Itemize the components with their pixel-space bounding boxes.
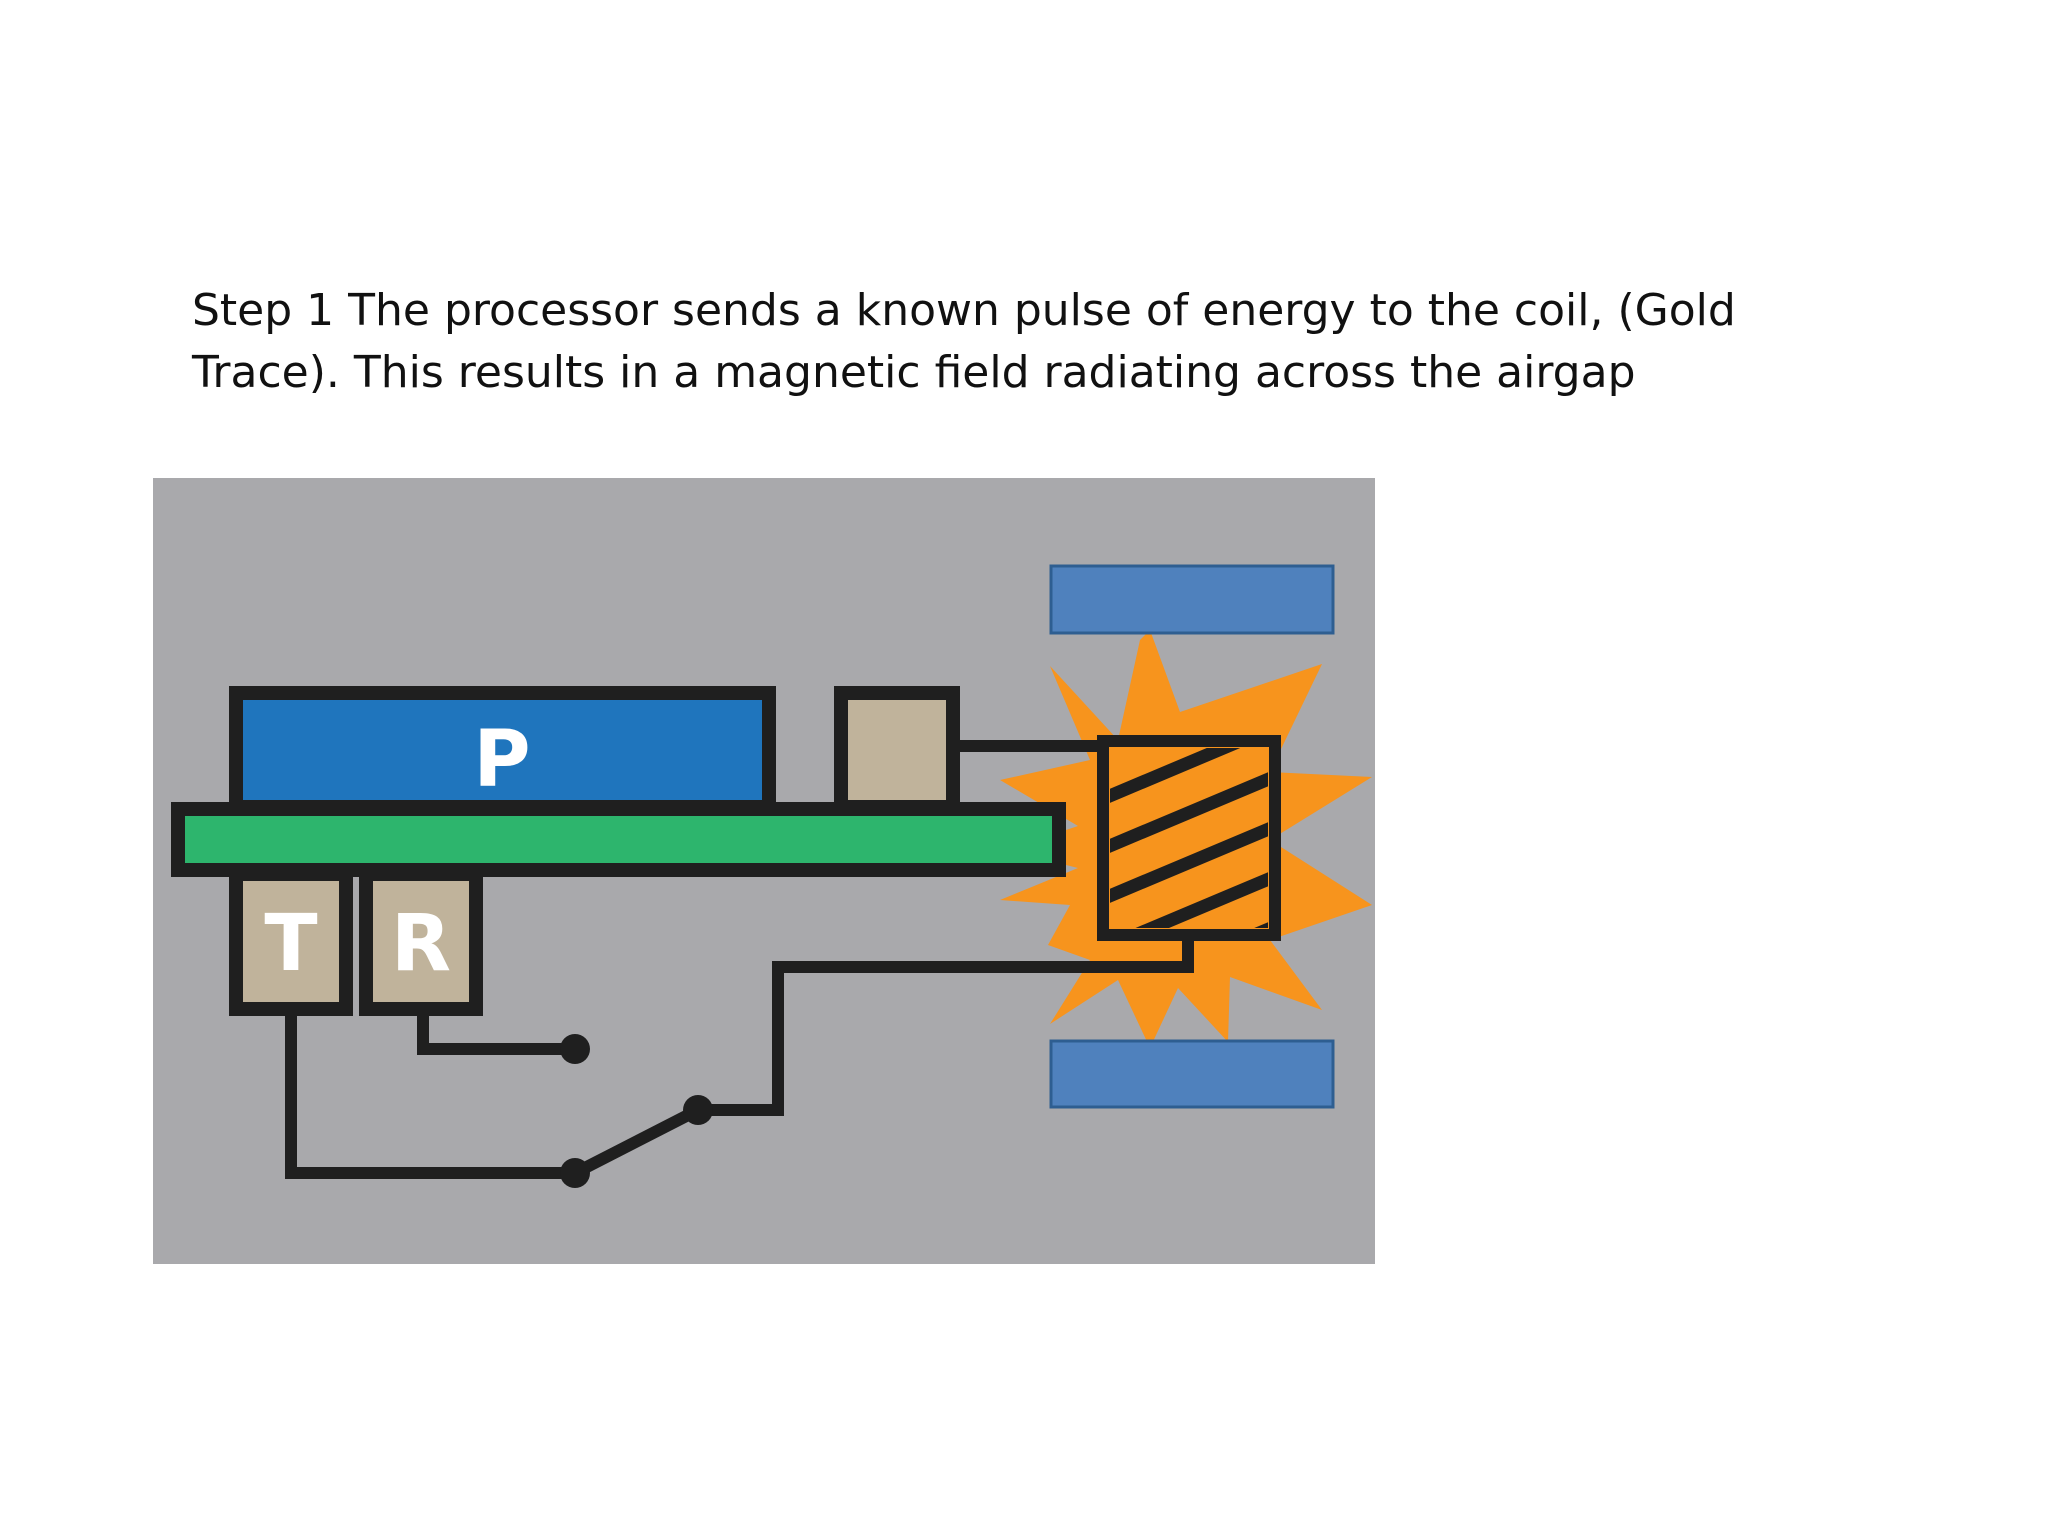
- switch-to-coil-trace: [698, 932, 1194, 1116]
- processor-block: [229, 686, 776, 814]
- receive-terminal: [560, 1034, 590, 1064]
- transmit-label: T: [264, 899, 317, 989]
- step-caption: Step 1 The processor sends a known pulse…: [192, 280, 1752, 404]
- coil-windings: [1110, 748, 1268, 928]
- lower-pole-piece: [1049, 1039, 1335, 1109]
- step-caption-line-1: Step 1 The processor sends a known pulse…: [192, 285, 1736, 336]
- receive-label: R: [391, 899, 451, 989]
- processor-label: P: [473, 715, 530, 805]
- transmit-trace: [285, 1009, 575, 1179]
- receive-trace: [417, 1009, 575, 1055]
- switch-contact-terminal: [683, 1095, 713, 1125]
- switch-pivot-terminal: [560, 1158, 590, 1188]
- step-caption-line-2: Trace). This results in a magnetic field…: [192, 347, 1636, 398]
- upper-pole-piece: [1049, 564, 1335, 635]
- board-component: [834, 686, 960, 814]
- circuit-traces: [285, 740, 1194, 1179]
- switch-arm: [572, 1104, 701, 1179]
- circuit-board: [171, 802, 1066, 877]
